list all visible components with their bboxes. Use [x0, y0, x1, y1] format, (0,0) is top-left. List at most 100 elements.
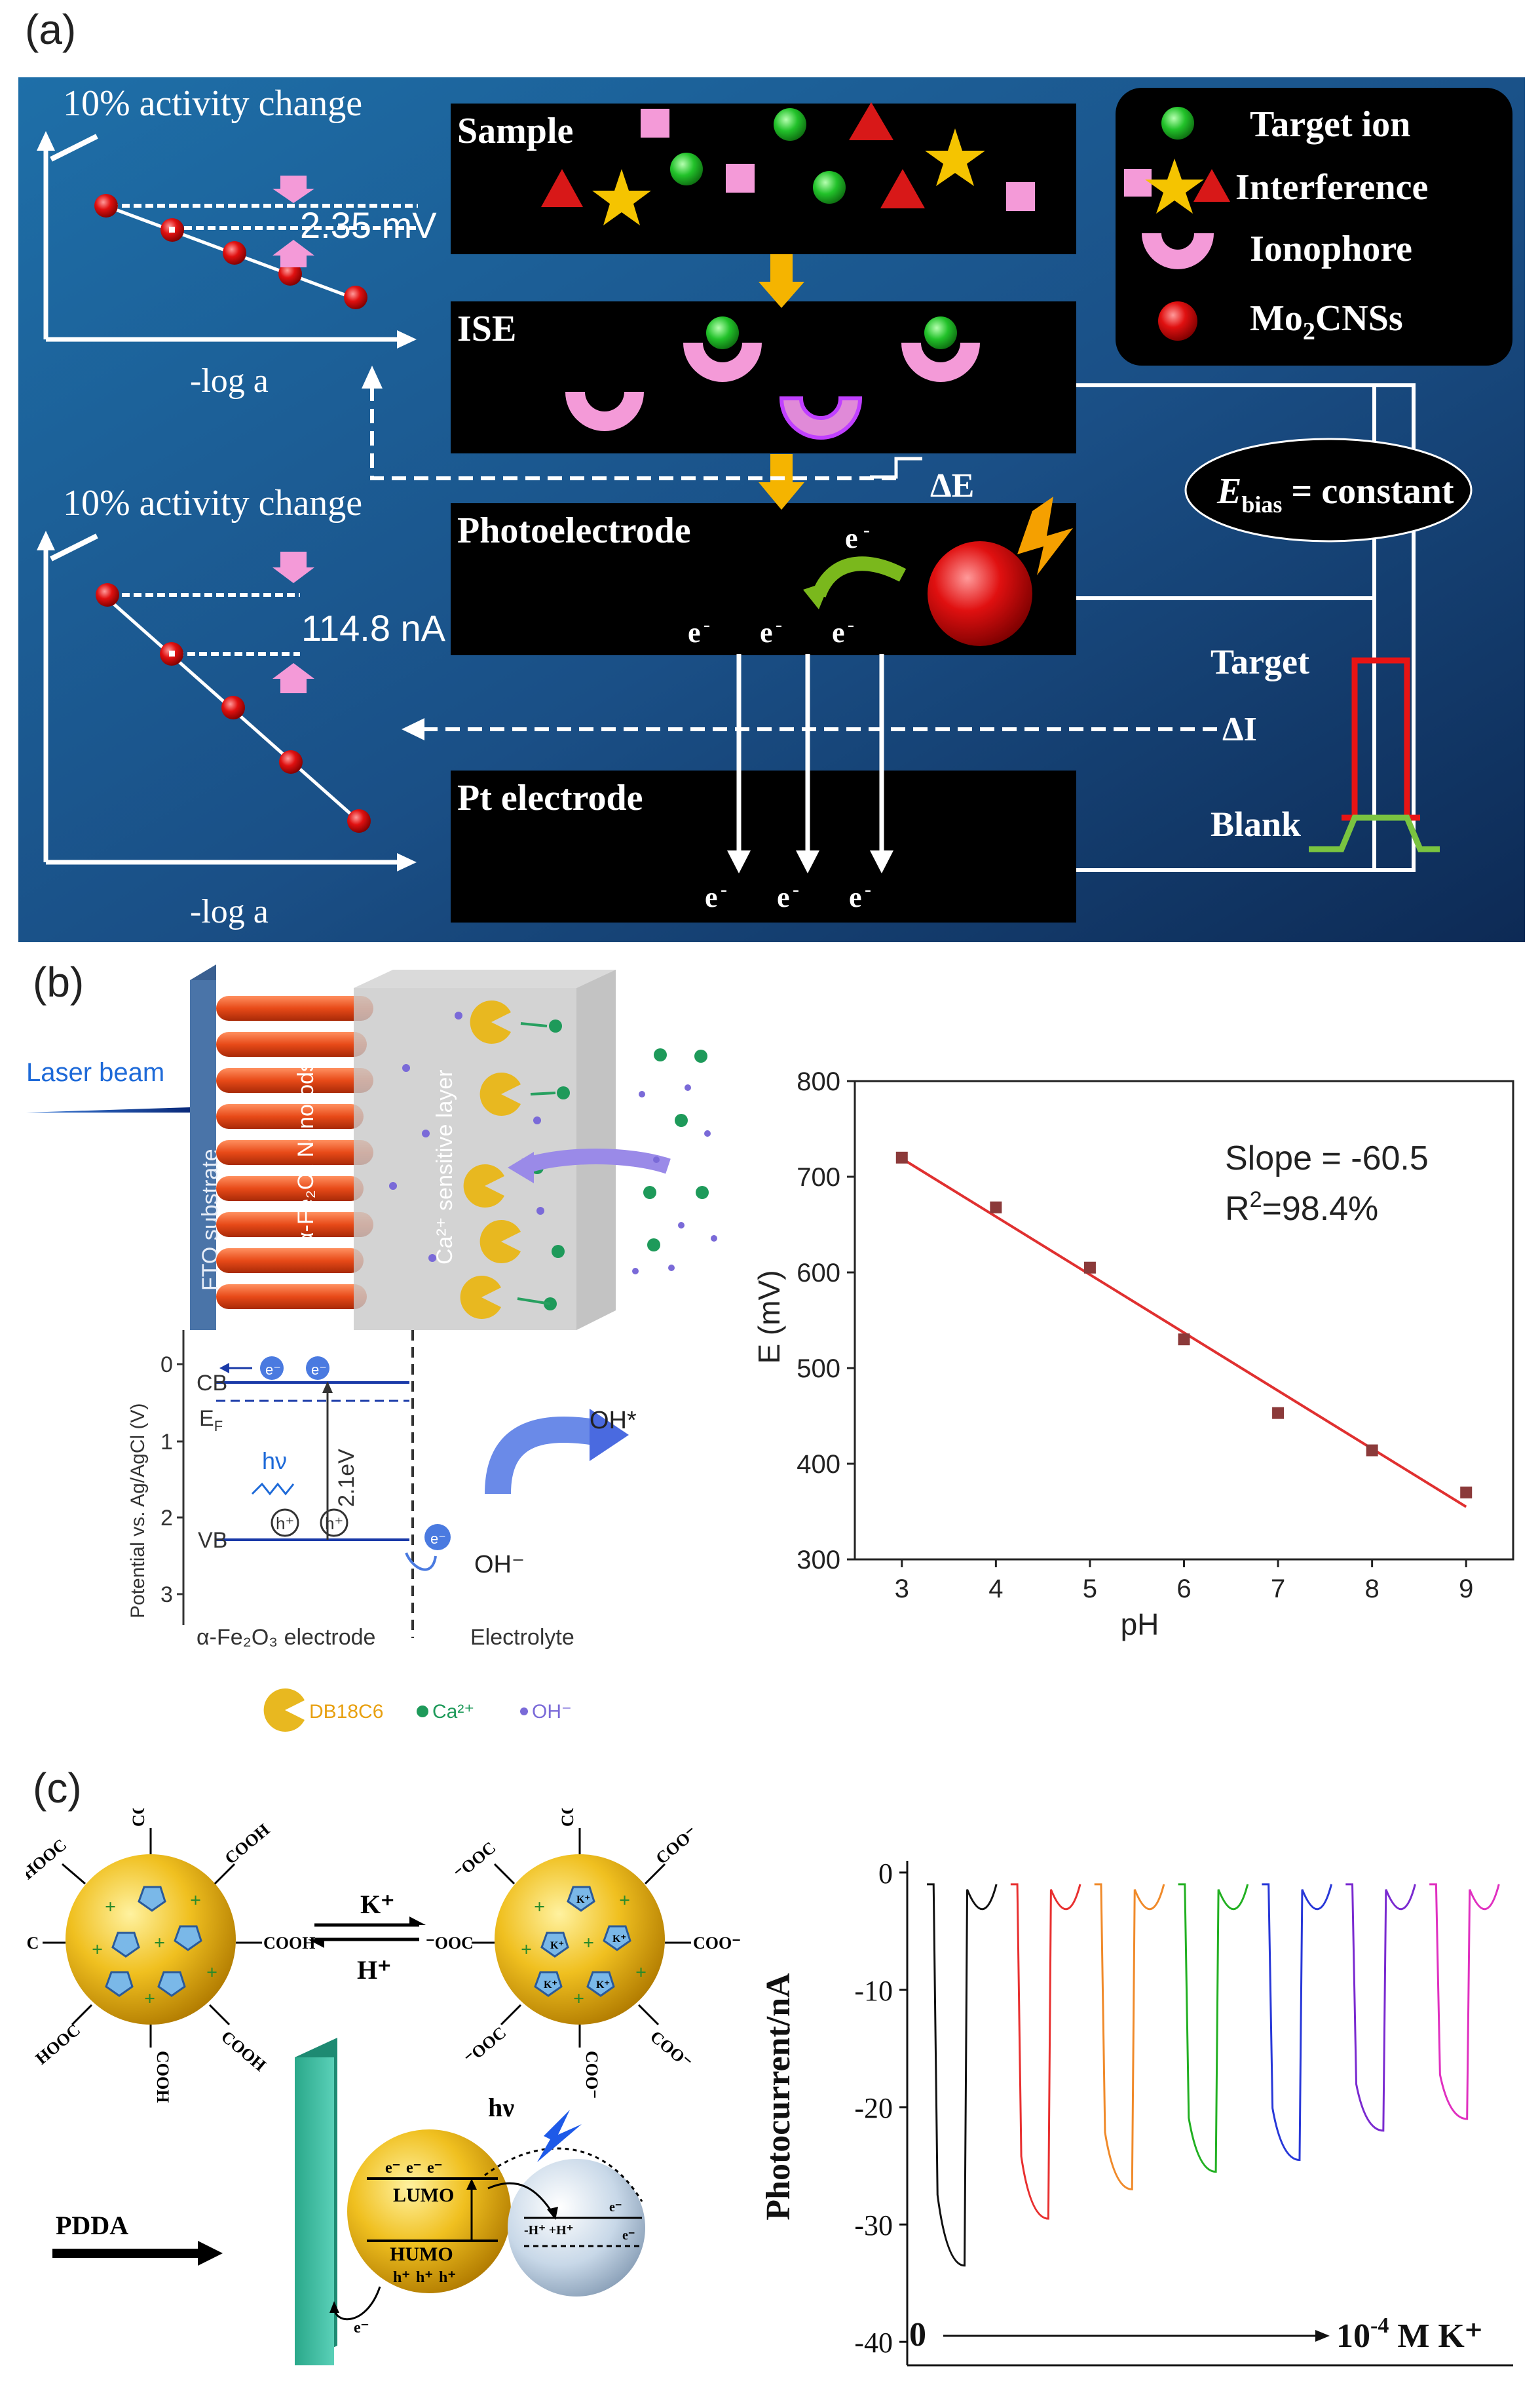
- chart-b-ytick-label: 700: [797, 1163, 840, 1192]
- svg-text:e: e: [760, 617, 773, 649]
- svg-text:K⁺: K⁺: [544, 1979, 557, 1991]
- chart-c-series-1: [927, 1883, 998, 2267]
- legend-oh: OH⁻: [532, 1701, 572, 1723]
- chart-c-ytick-label: -20: [854, 2092, 893, 2124]
- delta-i-label: ΔI: [1222, 711, 1257, 748]
- cb-label: CB: [197, 1371, 227, 1396]
- chart-b-xtick-label: 3: [895, 1574, 909, 1603]
- electrolyte-label: Electrolyte: [470, 1625, 574, 1650]
- svg-text:COOH: COOH: [221, 1820, 274, 1868]
- chart-b-xlabel: pH: [1121, 1607, 1159, 1641]
- chart-c-series-5: [1262, 1883, 1333, 2162]
- svg-text:COO⁻: COO⁻: [693, 1934, 741, 1953]
- svg-text:K⁺: K⁺: [550, 1940, 564, 1951]
- photocurrent-chart: 0-10-20-30-40 Photocurrent/nA 0 10-4 M K…: [760, 1858, 1513, 2367]
- legend-target-ion: Target ion: [1250, 104, 1410, 145]
- top-activity-label: 10% activity change: [63, 83, 362, 124]
- svg-text:e⁻: e⁻: [406, 2160, 421, 2177]
- svg-text:-H⁺ +H⁺: -H⁺ +H⁺: [524, 2223, 573, 2238]
- svg-text:-: -: [704, 614, 710, 636]
- svg-text:e: e: [777, 881, 790, 913]
- band-gap-label: 2.1eV: [334, 1449, 359, 1507]
- chart-b-ytick-label: 500: [797, 1354, 840, 1383]
- chart-c-ytick-label: -30: [854, 2209, 893, 2241]
- svg-text:K⁺: K⁺: [596, 1979, 610, 1991]
- chart-b-point: [1083, 1261, 1096, 1274]
- oh-star-label: OH*: [590, 1407, 637, 1434]
- panel-label-a: (a): [25, 6, 77, 53]
- svg-text:-: -: [848, 614, 854, 636]
- svg-text:0: 0: [160, 1352, 173, 1377]
- chart-c-series-7: [1429, 1883, 1500, 2120]
- chart-b-point: [1366, 1444, 1378, 1457]
- delta-e-label: ΔE: [930, 467, 974, 505]
- chart-b-ytick-label: 600: [797, 1259, 840, 1287]
- svg-text:e⁻: e⁻: [311, 1362, 327, 1378]
- chart-c-end-label: 10-4 M K⁺: [1336, 2314, 1482, 2355]
- pdda-label: PDDA: [56, 2211, 128, 2240]
- k-plus-label: K⁺: [360, 1890, 394, 1919]
- svg-text:e⁻: e⁻: [609, 2200, 622, 2215]
- chart-c-ytick-label: 0: [878, 1858, 893, 1890]
- svg-text:1: 1: [160, 1430, 173, 1455]
- chart-b-point: [895, 1151, 908, 1164]
- panel-c-schematic: COOH HOOC COOH HOOC COOH HOOC COOH COOH …: [26, 1808, 741, 2365]
- svg-text:e: e: [832, 617, 845, 649]
- svg-text:2: 2: [160, 1506, 173, 1531]
- h-plus-label: H⁺: [357, 1955, 391, 1985]
- svg-text:3: 3: [160, 1582, 173, 1607]
- legend-ionophore: Ionophore: [1250, 229, 1412, 269]
- top-x-axis-label: -log a: [190, 362, 269, 400]
- chart-b-xtick-label: 6: [1176, 1574, 1191, 1603]
- legend-mo2cnss: Mo2CNSs: [1250, 298, 1403, 345]
- svg-text:+: +: [583, 1932, 594, 1954]
- svg-text:HOOC: HOOC: [32, 2020, 85, 2068]
- target-label: Target: [1211, 642, 1309, 681]
- chart-b-xtick-label: 5: [1083, 1574, 1097, 1603]
- svg-text:⁻OOC: ⁻OOC: [461, 2023, 510, 2068]
- chart-b-point: [1272, 1407, 1285, 1419]
- svg-text:COO⁻: COO⁻: [652, 1823, 702, 1868]
- svg-text:+: +: [206, 1962, 217, 1983]
- svg-text:e: e: [688, 617, 701, 649]
- top-delta-value: 2.35 mV: [300, 204, 437, 246]
- blank-label: Blank: [1211, 805, 1301, 844]
- svg-text:K⁺: K⁺: [612, 1934, 626, 1945]
- svg-text:+: +: [619, 1890, 630, 1911]
- chart-b-point: [1178, 1333, 1190, 1346]
- svg-text:e: e: [849, 881, 862, 913]
- chart-c-series-4: [1178, 1883, 1249, 2173]
- svg-text:K⁺: K⁺: [576, 1894, 590, 1905]
- chart-b-point: [990, 1201, 1002, 1213]
- panel-a-diagram: 10% activity change 2.35 mV -log a 10% a…: [18, 77, 1525, 942]
- chart-b-slope-annotation: Slope = -60.5: [1225, 1139, 1429, 1177]
- electrode-label: α-Fe₂O₃ electrode: [197, 1625, 375, 1650]
- svg-text:e⁻: e⁻: [385, 2160, 400, 2177]
- svg-text:HOOC: HOOC: [26, 1835, 70, 1883]
- chart-b-r2-annotation: R2=98.4%: [1225, 1187, 1378, 1228]
- svg-text:-: -: [863, 519, 870, 541]
- chart-c-series-2: [1010, 1883, 1081, 2220]
- hv-c-label: hν: [488, 2093, 514, 2122]
- svg-text:-: -: [776, 614, 782, 636]
- svg-text:h⁺: h⁺: [325, 1514, 343, 1533]
- svg-text:e⁻: e⁻: [430, 1531, 446, 1547]
- chart-b-ytick-label: 400: [797, 1450, 840, 1479]
- svg-text:e⁻: e⁻: [427, 2160, 442, 2177]
- bottom-delta-value: 114.8 nA: [301, 607, 446, 649]
- svg-text:⁻OOC: ⁻OOC: [426, 1934, 474, 1953]
- svg-text:+: +: [144, 1988, 155, 2010]
- lumo-label: LUMO: [393, 2184, 454, 2206]
- hv-label: hν: [262, 1447, 287, 1474]
- svg-text:COOH: COOH: [263, 1934, 315, 1953]
- svg-text:COO⁻: COO⁻: [647, 2027, 696, 2072]
- panel-label-c: (c): [33, 1764, 82, 1812]
- legend-db18c6: DB18C6: [309, 1701, 383, 1723]
- svg-text:COOH: COOH: [129, 1808, 148, 1827]
- chart-b-xtick-label: 8: [1365, 1574, 1380, 1603]
- chart-c-series-3: [1094, 1883, 1165, 2190]
- svg-text:h⁺: h⁺: [416, 2269, 433, 2286]
- panel-label-b: (b): [33, 959, 85, 1006]
- chart-c-ytick-label: -10: [854, 1975, 893, 2007]
